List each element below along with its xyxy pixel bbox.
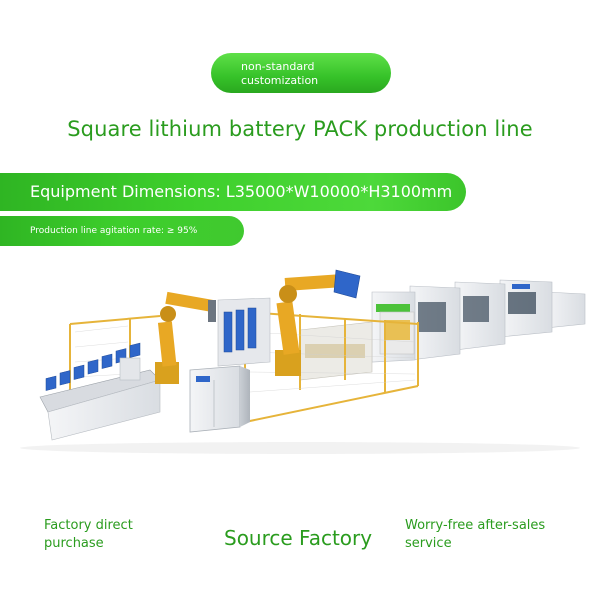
agitation-banner: Production line agitation rate: ≥ 95% [0,216,244,246]
robot-arm-left [155,291,216,384]
battery-cabinet [189,297,271,433]
feature-after-sales-line-2: service [405,536,452,551]
page-title: Square lithium battery PACK production l… [67,117,533,141]
feature-factory-direct-line-2: purchase [44,536,104,551]
badge-line-1: non-standard [241,60,315,73]
robot-arm-right [275,269,361,376]
dimensions-banner: Equipment Dimensions: L35000*W10000*H310… [0,173,466,211]
feature-after-sales-line-1: Worry-free after-sales [405,518,546,533]
feature-factory-direct: Factory direct purchase [44,517,133,553]
left-battery-conveyor [39,342,161,441]
production-line-illustration [20,269,586,454]
dimensions-text: Equipment Dimensions: L35000*W10000*H310… [30,182,453,201]
floor-shadow [20,442,580,454]
customization-badge: non-standard customization [211,53,391,93]
agitation-text: Production line agitation rate: ≥ 95% [30,226,198,236]
feature-source-factory: Source Factory [224,526,373,550]
feature-after-sales: Worry-free after-sales service [405,517,545,553]
feature-factory-direct-line-1: Factory direct [44,518,133,533]
badge-line-2: customization [241,74,319,87]
